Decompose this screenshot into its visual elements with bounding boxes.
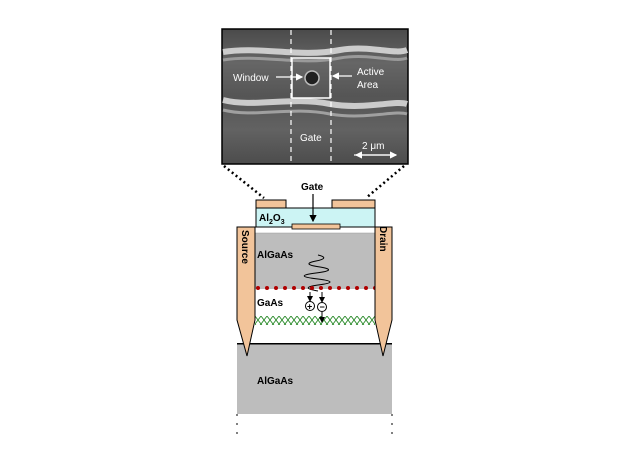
active-area-label-line2: Area <box>357 80 379 91</box>
sem-micrograph: Window Active Area Gate 2 μm <box>221 28 409 165</box>
source-label: Source <box>239 230 250 264</box>
hole-symbol <box>305 301 315 311</box>
drain-contact <box>374 226 393 357</box>
sem-band-bottom <box>222 97 408 109</box>
drain-label: Drain <box>377 226 388 252</box>
gate-label: Gate <box>301 182 324 193</box>
sem-band-bottom-2 <box>222 108 408 118</box>
active-area-box <box>291 57 331 99</box>
electron-sign: − <box>320 302 325 312</box>
left-top-contact <box>255 199 287 209</box>
oxide-label: Al2O3 <box>259 213 285 226</box>
zoom-line-right <box>365 165 405 199</box>
device-cross-section: Gate Al2O3 AlGaAs GaAs AlGaAs + − Source <box>236 182 393 436</box>
well-label: GaAs <box>257 298 284 309</box>
window-label: Window <box>233 73 269 84</box>
sem-band-top <box>222 45 409 56</box>
bottom-barrier-layer <box>237 344 392 414</box>
sem-band-top-2 <box>222 55 408 63</box>
top-barrier-label: AlGaAs <box>257 250 294 261</box>
bottom-barrier-label: AlGaAs <box>257 376 294 387</box>
scale-label: 2 μm <box>362 141 384 152</box>
hole-sign: + <box>307 302 312 312</box>
window-hole <box>304 70 320 86</box>
sem-gate-label: Gate <box>300 133 322 144</box>
zoom-line-left <box>223 165 265 199</box>
active-area-label-line1: Active <box>357 67 385 78</box>
gate-electrode <box>291 223 341 230</box>
source-contact <box>236 226 256 357</box>
electron-symbol <box>317 302 327 312</box>
right-top-contact <box>331 199 376 209</box>
defect-strip <box>255 316 375 325</box>
photon-wave <box>303 254 331 292</box>
